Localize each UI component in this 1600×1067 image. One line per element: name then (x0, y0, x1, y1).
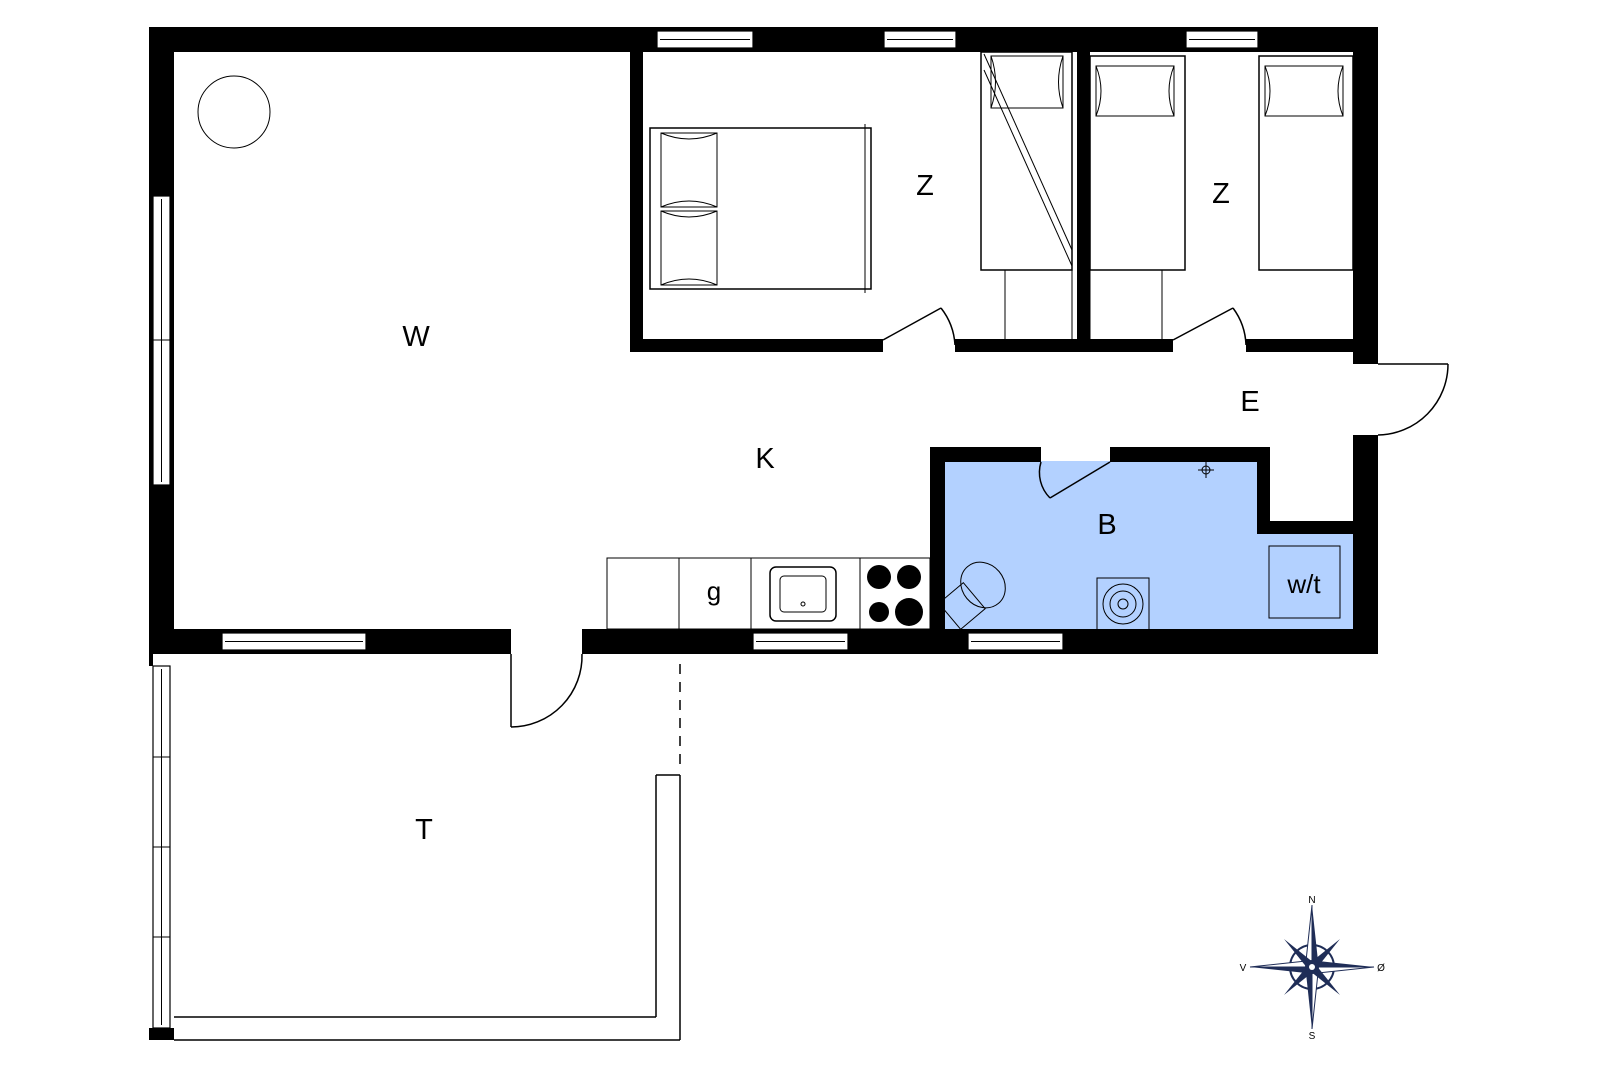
room-label-bedroom-2: Z (1212, 178, 1230, 210)
bathroom-floor (937, 461, 1354, 629)
room-label-bathroom: B (1097, 509, 1116, 541)
washer-dryer (1268, 545, 1341, 619)
compass-east-label: Ø (1377, 963, 1385, 974)
doors (510, 307, 1449, 728)
compass-west-label: V (1240, 963, 1247, 974)
toilet (938, 561, 1006, 631)
compass-south-label: S (1309, 1031, 1316, 1042)
washer-dryer-label: w/t (1286, 569, 1321, 599)
compass-rose-icon (1249, 904, 1375, 1030)
gas-stove-label: g (707, 576, 721, 606)
room-label-terrace: T (415, 814, 433, 846)
double-bed (649, 124, 872, 293)
windows (152, 30, 1259, 651)
kitchen-counter (606, 557, 931, 630)
bunk-bed (980, 51, 1073, 341)
room-label-bedroom-1: Z (916, 170, 934, 202)
wardrobe (1089, 269, 1163, 341)
compass-north-label: N (1308, 895, 1315, 906)
room-label-entrance: E (1240, 386, 1259, 418)
round-table (197, 75, 271, 149)
single-bed-left (1089, 55, 1186, 271)
sink (769, 566, 837, 622)
hob (867, 565, 923, 626)
single-bed-right (1258, 55, 1354, 271)
shower-drain-icon (1198, 462, 1214, 478)
room-label-kitchen: K (755, 443, 775, 475)
terrace-outline (149, 654, 681, 1041)
washbasin (1096, 577, 1150, 631)
room-label-living: W (402, 321, 430, 353)
